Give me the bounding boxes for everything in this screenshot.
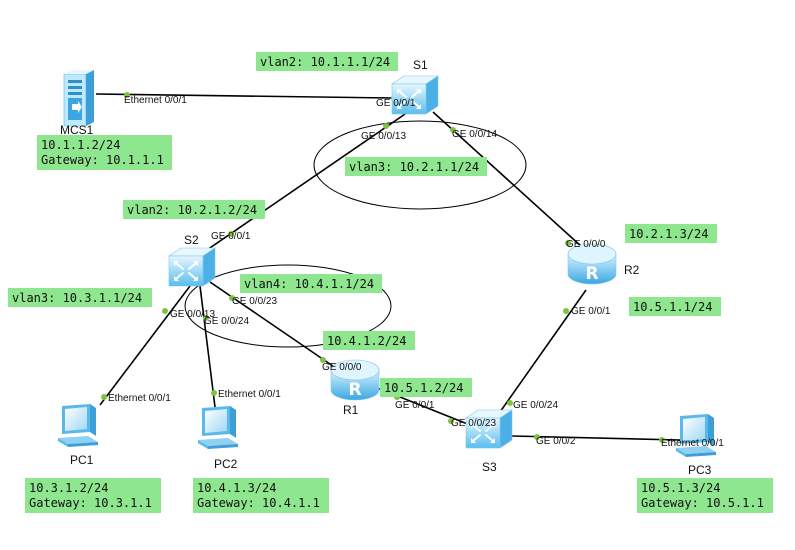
svg-text:vlan3: 10.2.1.1/24: vlan3: 10.2.1.1/24 bbox=[349, 160, 479, 174]
pc-icon bbox=[198, 406, 238, 449]
svg-text:10.4.1.3/24: 10.4.1.3/24 bbox=[197, 481, 276, 495]
link-s3-pc3 bbox=[511, 435, 681, 441]
note-r1-ip-b: 10.5.1.2/24 bbox=[380, 378, 472, 397]
svg-text:10.5.1.3/24: 10.5.1.3/24 bbox=[641, 481, 720, 495]
device-pc3[interactable] bbox=[676, 414, 716, 457]
port-dot bbox=[507, 400, 513, 406]
link-r2-s3 bbox=[499, 289, 587, 413]
svg-text:Gateway: 10.3.1.1: Gateway: 10.3.1.1 bbox=[29, 496, 152, 510]
svg-text:10.5.1.2/24: 10.5.1.2/24 bbox=[384, 381, 463, 395]
link-s1-s2 bbox=[203, 111, 409, 253]
port-label-pc3: Ethernet 0/0/1 bbox=[661, 438, 724, 449]
switch-icon bbox=[168, 247, 216, 287]
svg-text:vlan3: 10.3.1.1/24: vlan3: 10.3.1.1/24 bbox=[12, 291, 142, 305]
device-label-s3: S3 bbox=[482, 460, 497, 474]
port-dot bbox=[162, 308, 168, 314]
router-icon bbox=[567, 243, 617, 285]
note-s2-vlan3: vlan3: 10.3.1.1/24 bbox=[8, 288, 152, 307]
port-label-r2-g0: GE 0/0/0 bbox=[566, 239, 606, 250]
svg-text:10.3.1.2/24: 10.3.1.2/24 bbox=[29, 481, 108, 495]
port-label-s2-g1: GE 0/0/1 bbox=[211, 231, 251, 242]
note-r2-ip-a: 10.2.1.3/24 bbox=[625, 224, 717, 243]
svg-text:10.5.1.1/24: 10.5.1.1/24 bbox=[633, 300, 712, 314]
port-dot bbox=[203, 315, 209, 321]
port-dot bbox=[659, 437, 665, 443]
device-pc1[interactable] bbox=[58, 404, 98, 447]
note-pc2: 10.4.1.3/24 Gateway: 10.4.1.1 bbox=[193, 478, 329, 513]
note-s1-vlan3: vlan3: 10.2.1.1/24 bbox=[345, 157, 487, 176]
note-pc1: 10.3.1.2/24 Gateway: 10.3.1.1 bbox=[25, 478, 161, 513]
port-label-s1-g13: GE 0/0/13 bbox=[361, 131, 406, 142]
port-dot bbox=[211, 390, 217, 396]
port-dot bbox=[448, 418, 454, 424]
port-dot bbox=[228, 231, 234, 237]
device-label-r1: R1 bbox=[343, 403, 359, 417]
svg-text:vlan2: 10.2.1.2/24: vlan2: 10.2.1.2/24 bbox=[127, 203, 257, 217]
port-label-s2-g23: GE 0/0/23 bbox=[232, 296, 277, 307]
port-label-pc2: Ethernet 0/0/1 bbox=[218, 389, 281, 400]
device-label-pc1: PC1 bbox=[70, 453, 94, 467]
port-dot bbox=[450, 127, 456, 133]
port-label-r2-g1: GE 0/0/1 bbox=[571, 306, 611, 317]
port-dot bbox=[563, 308, 569, 314]
port-label-s1-g1: GE 0/0/1 bbox=[376, 98, 416, 109]
notes: vlan2: 10.1.1.1/24 vlan3: 10.2.1.1/24 10… bbox=[8, 52, 773, 513]
svg-text:Gateway: 10.5.1.1: Gateway: 10.5.1.1 bbox=[641, 496, 764, 510]
note-r2-ip-b: 10.5.1.1/24 bbox=[629, 297, 721, 316]
device-r2[interactable] bbox=[567, 243, 617, 285]
port-label-s2-g13: GE 0/0/13 bbox=[170, 309, 215, 320]
switch-icon bbox=[465, 409, 513, 449]
svg-text:10.2.1.3/24: 10.2.1.3/24 bbox=[629, 227, 708, 241]
port-label-s3-g23: GE 0/0/23 bbox=[451, 418, 496, 429]
device-label-pc3: PC3 bbox=[688, 463, 712, 477]
note-s2-vlan2: vlan2: 10.2.1.2/24 bbox=[123, 200, 265, 219]
segment-ellipse-vlan4 bbox=[184, 264, 392, 348]
port-label-s2-g24: GE 0/0/24 bbox=[204, 316, 249, 327]
port-label-s3-g2: GE 0/0/2 bbox=[536, 436, 576, 447]
port-dot bbox=[229, 295, 235, 301]
port-label-pc1: Ethernet 0/0/1 bbox=[108, 393, 171, 404]
link-s1-r2 bbox=[432, 111, 583, 248]
svg-text:vlan2: 10.1.1.1/24: vlan2: 10.1.1.1/24 bbox=[260, 55, 390, 69]
link-s2-pc1 bbox=[99, 285, 191, 406]
device-pc2[interactable] bbox=[198, 406, 238, 449]
note-pc3: 10.5.1.3/24 Gateway: 10.5.1.1 bbox=[637, 478, 773, 513]
port-dot bbox=[565, 240, 571, 246]
device-label-s1: S1 bbox=[413, 58, 428, 72]
port-dot bbox=[101, 394, 107, 400]
port-label-r1-g1: GE 0/0/1 bbox=[395, 400, 435, 411]
link-s2-pc2 bbox=[199, 285, 216, 408]
port-label-r1-g0: GE 0/0/0 bbox=[322, 362, 362, 373]
svg-text:vlan4: 10.4.1.1/24: vlan4: 10.4.1.1/24 bbox=[244, 277, 374, 291]
port-label-s1-g14: GE 0/0/14 bbox=[452, 129, 497, 140]
note-s2-vlan4: vlan4: 10.4.1.1/24 bbox=[240, 274, 382, 293]
link-mcs1-s1 bbox=[95, 93, 393, 99]
svg-text:10.4.1.2/24: 10.4.1.2/24 bbox=[327, 334, 406, 348]
port-label-s3-g24: GE 0/0/24 bbox=[513, 400, 558, 411]
device-label-pc2: PC2 bbox=[214, 457, 238, 471]
device-mcs1[interactable] bbox=[63, 69, 95, 127]
device-label-r2: R2 bbox=[624, 263, 640, 277]
svg-text:Gateway: 10.4.1.1: Gateway: 10.4.1.1 bbox=[197, 496, 320, 510]
device-label-s2: S2 bbox=[184, 233, 199, 247]
port-dot bbox=[383, 123, 389, 129]
device-s3[interactable] bbox=[465, 409, 513, 449]
server-icon bbox=[63, 69, 95, 127]
port-labels: Ethernet 0/0/1 GE 0/0/1 GE 0/0/13 GE 0/0… bbox=[108, 95, 724, 449]
port-dot bbox=[124, 92, 130, 98]
device-s2[interactable] bbox=[168, 247, 216, 287]
pc-icon bbox=[676, 414, 716, 457]
port-dot bbox=[534, 434, 540, 440]
note-r1-ip-a: 10.4.1.2/24 bbox=[323, 331, 415, 350]
pc-icon bbox=[58, 404, 98, 447]
note-s1-vlan2: vlan2: 10.1.1.1/24 bbox=[256, 52, 398, 71]
segment-ellipse-vlan3 bbox=[313, 120, 527, 210]
device-label-mcs1: MCS1 bbox=[60, 123, 94, 137]
svg-text:10.1.1.2/24: 10.1.1.2/24 bbox=[41, 138, 120, 152]
port-label-mcs1: Ethernet 0/0/1 bbox=[124, 95, 187, 106]
note-mcs1: 10.1.1.2/24 Gateway: 10.1.1.1 bbox=[37, 135, 172, 170]
svg-text:Gateway: 10.1.1.1: Gateway: 10.1.1.1 bbox=[41, 153, 164, 167]
port-dot bbox=[320, 357, 326, 363]
